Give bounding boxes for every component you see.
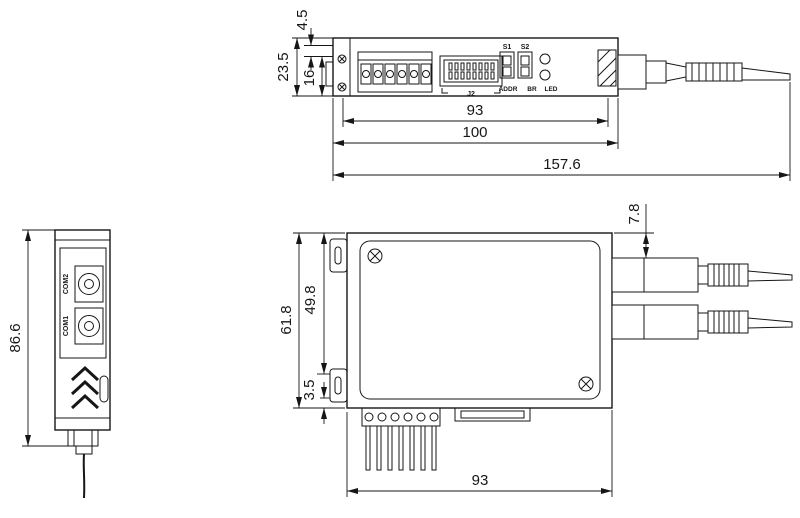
cable-assembly-lower — [611, 304, 793, 340]
led-label: LED — [545, 86, 558, 93]
led-indicator-1 — [539, 53, 551, 65]
front-view-body — [346, 232, 613, 409]
cable-connector-latch — [645, 60, 667, 84]
boot-ribs-upper — [713, 264, 740, 286]
side-view-dimensions: 86.6 — [7, 229, 68, 447]
fiber-cable-assembly — [617, 54, 791, 90]
dim-side-total-height: 86.6 — [7, 323, 24, 352]
screw-bottom-right — [578, 376, 594, 392]
dim-front-body-width: 93 — [472, 472, 489, 489]
dip-switch-s2 — [517, 51, 533, 79]
din-clip-tab — [325, 61, 334, 87]
dim-terminal-height: 16 — [301, 70, 318, 87]
bottom-terminal-strip — [361, 407, 441, 427]
bottom-wire — [82, 453, 86, 499]
boot-ribs-lower — [713, 311, 740, 333]
led-indicator-2 — [539, 69, 551, 81]
connector-j2: J2 — [439, 55, 503, 98]
bottom-connector-2 — [454, 407, 531, 422]
terminal-pins — [365, 425, 437, 471]
mounting-ear-top — [329, 238, 348, 273]
front-view: 7.8 61.8 49.8 3.5 93 — [278, 204, 793, 497]
bottom-cable-connector — [67, 429, 99, 499]
dim-inner-width: 93 — [467, 102, 484, 119]
fiber-cable — [741, 67, 791, 81]
dim-front-total-height: 61.8 — [278, 305, 295, 334]
j2-bracket-left — [441, 88, 448, 94]
com1-label: COM1 — [63, 316, 70, 336]
screw-top-left — [367, 248, 383, 264]
fiber-cable-upper — [747, 270, 793, 282]
s1-label: S1 — [503, 44, 512, 51]
terminal-block — [357, 51, 433, 93]
mounting-ear-bottom — [329, 368, 348, 403]
top-view-dimensions: 4.5 23.5 16 93 100 157.6 — [275, 10, 791, 181]
side-latch — [99, 375, 109, 403]
boot-ribs — [691, 63, 735, 81]
fiber-port-com2 — [74, 265, 104, 303]
mounting-screw-top — [337, 54, 347, 64]
din-clip-arrows — [70, 365, 100, 410]
fiber-cable-lower — [747, 317, 793, 329]
dim-bottom-offset: 3.5 — [301, 380, 318, 401]
side-view: COM2 COM1 86.6 — [7, 229, 111, 499]
dip-switches: S1 S2 ADDR BR LED — [499, 44, 558, 93]
addr-label: ADDR — [499, 86, 518, 93]
dim-connector-offset: 7.8 — [626, 204, 643, 225]
j2-label: J2 — [467, 91, 475, 98]
s2-label: S2 — [521, 44, 530, 51]
fiber-port-plate — [59, 247, 107, 359]
front-view-dimensions: 7.8 61.8 49.8 3.5 93 — [278, 204, 654, 497]
mounting-screw-bottom — [337, 82, 347, 92]
front-cover-plate — [359, 240, 601, 400]
connector-pins — [448, 62, 495, 80]
dim-upper-height: 49.8 — [302, 285, 319, 314]
dim-ear-offset: 4.5 — [294, 10, 311, 31]
com2-label: COM2 — [63, 274, 70, 294]
cable-assembly-upper — [611, 257, 793, 293]
br-label: BR — [527, 86, 537, 93]
dim-total-height-top: 23.5 — [275, 52, 292, 81]
dip-switch-s1 — [499, 51, 515, 79]
fiber-port-com1 — [74, 307, 104, 345]
cable-taper — [665, 62, 687, 82]
cable-connector-housing — [617, 54, 647, 90]
dim-body-width: 100 — [462, 124, 487, 141]
top-view: J2 S1 S2 ADDR BR LED — [275, 10, 791, 181]
j2-bracket-right — [494, 88, 501, 94]
dim-total-length: 157.6 — [543, 156, 581, 173]
fiber-coupler — [597, 49, 617, 87]
